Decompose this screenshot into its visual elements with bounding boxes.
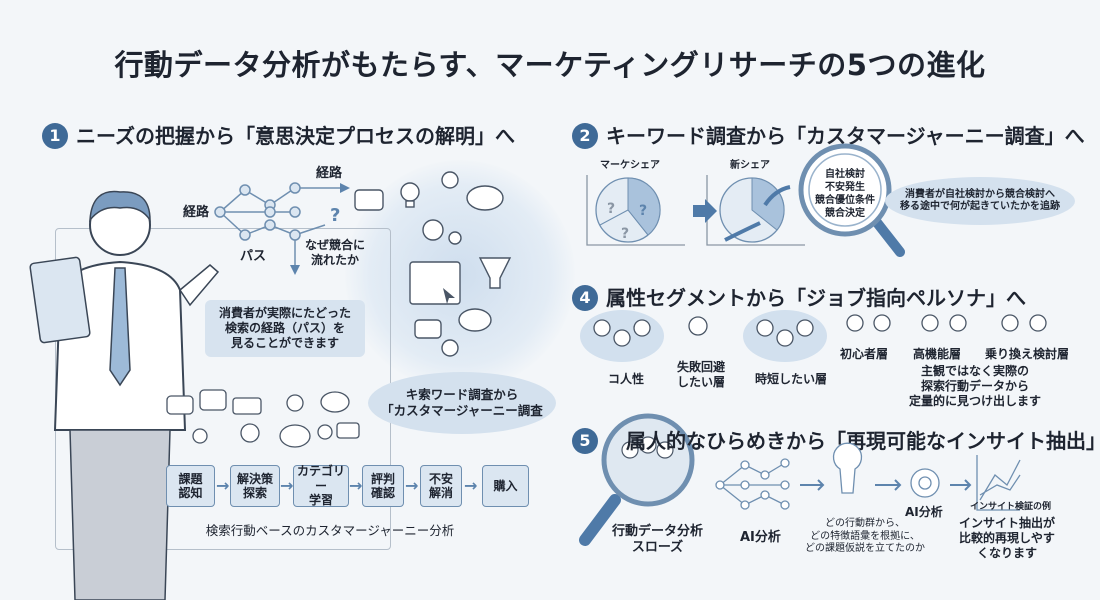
section-number: 5 bbox=[572, 428, 598, 454]
section-1-heading: 1 ニーズの把握から「意思決定プロセスの解明」へ bbox=[42, 120, 515, 149]
arrow-icon: → bbox=[216, 476, 230, 495]
team-magnifier-icon bbox=[579, 413, 695, 546]
section-number: 2 bbox=[572, 123, 598, 149]
journey-step-5: 不安 解消 bbox=[420, 465, 462, 507]
magnifier-label: 行動データ分析 スローズ bbox=[612, 524, 704, 556]
insight-result: インサイト抽出が 比較的再現しやす くなります bbox=[958, 516, 1055, 560]
section-number: 1 bbox=[42, 123, 68, 149]
magnifier-decision-steps: 自社検討 不安発生 競合優位条件 競合決定 bbox=[815, 169, 875, 219]
journey-speech-bubble: キ索ワード調査から 「カスタマージャーニー調査 bbox=[368, 372, 556, 434]
section-title: 属性セグメントから「ジョブ指向ペルソナ」へ bbox=[606, 286, 1026, 310]
journey-step-4: 評判 確認 bbox=[362, 465, 404, 507]
route-label-top: 経路 bbox=[316, 166, 343, 181]
section-5-heading: 5 属人的なひらめきから「再現可能なインサイト抽出」へ bbox=[572, 425, 1100, 454]
hypothesis-question: どの行動群から、 どの特徴語彙を根拠に、 どの課題仮説を立てたのか bbox=[805, 518, 925, 554]
persona-group-3: 時短したい層 bbox=[755, 372, 828, 386]
journey-step-2: 解決策 探索 bbox=[230, 465, 280, 507]
why-competitor-label: なぜ競合に 流れたか bbox=[305, 238, 366, 267]
insight-flow-diagram bbox=[715, 442, 1021, 511]
tracking-note: 消費者が自社検討から競合検討へ 移る途中で何が起きていたかを追跡 bbox=[885, 177, 1075, 225]
ai-analysis-label-1: AI分析 bbox=[740, 530, 781, 545]
persona-people-icons bbox=[580, 310, 1047, 362]
arrow-icon: → bbox=[280, 476, 294, 495]
journey-step-1: 課題 認知 bbox=[166, 465, 215, 507]
journey-caption: 検索行動ベースのカスタマージャーニー分析 bbox=[205, 523, 455, 538]
page-title: 行動データ分析がもたらす、マーケティングリサーチの5つの進化 bbox=[114, 48, 986, 82]
chart1-label: マーケシェア bbox=[600, 160, 660, 171]
persona-group-6: 乗り換え検討層 bbox=[985, 347, 1070, 361]
persona-group-1: コ人性 bbox=[608, 372, 645, 386]
path-callout: 消費者が実際にたどった 検索の経路（パス）を 見ることができます bbox=[205, 300, 365, 357]
persona-group-2: 失敗回避 したい層 bbox=[677, 360, 726, 389]
svg-text:?: ? bbox=[639, 203, 647, 219]
svg-text:?: ? bbox=[621, 226, 629, 242]
businessman-illustration bbox=[29, 190, 220, 600]
persona-group-4: 初心者層 bbox=[840, 347, 889, 361]
section-title: 属人的なひらめきから「再現可能なインサイト抽出」へ bbox=[626, 429, 1100, 453]
question-icon: ? bbox=[330, 205, 341, 226]
section-number: 4 bbox=[572, 285, 598, 311]
arrow-icon: → bbox=[349, 476, 363, 495]
share-pie-charts: ? ? ? bbox=[586, 175, 805, 246]
path-label: パス bbox=[240, 249, 267, 264]
persona-note: 主観ではなく実際の 探索行動データから 定量的に見つけ出します bbox=[908, 364, 1041, 408]
journey-step-6: 購入 bbox=[482, 465, 529, 507]
magnifier-icon bbox=[798, 143, 905, 257]
persona-group-5: 高機能層 bbox=[913, 347, 962, 361]
arrow-icon: → bbox=[405, 476, 419, 495]
search-icons-row bbox=[166, 389, 360, 448]
section-4-heading: 4 属性セグメントから「ジョブ指向ペルソナ」へ bbox=[572, 282, 1026, 311]
arrow-icon: → bbox=[464, 476, 478, 495]
idea-icons-cluster bbox=[354, 171, 512, 357]
route-label-left: 経路 bbox=[183, 205, 210, 220]
insight-chart-label: インサイト検証の例 bbox=[970, 502, 1052, 512]
svg-text:?: ? bbox=[607, 201, 615, 217]
chart2-label: 新シェア bbox=[730, 160, 770, 171]
ai-analysis-label-2: AI分析 bbox=[905, 505, 943, 519]
path-network-diagram bbox=[214, 182, 350, 275]
journey-step-3: カテゴリー 学習 bbox=[293, 464, 349, 507]
section-title: ニーズの把握から「意思決定プロセスの解明」へ bbox=[76, 124, 515, 148]
